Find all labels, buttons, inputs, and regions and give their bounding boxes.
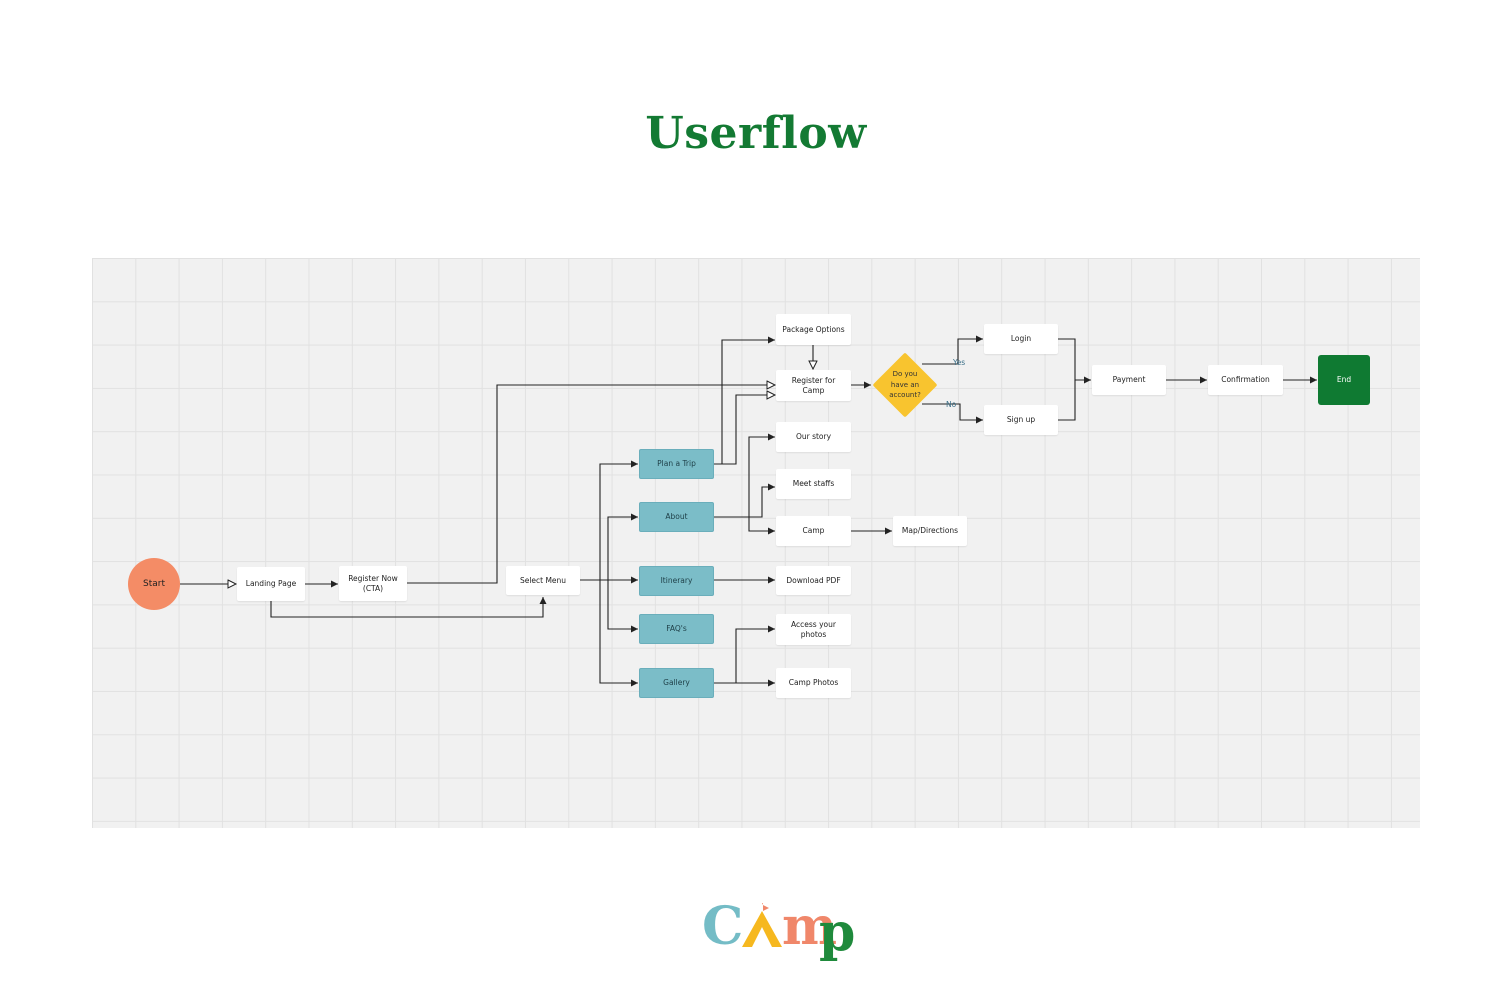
about-node: About [639,502,714,532]
package-options-node: Package Options [776,314,851,345]
itinerary-node: Itinerary [639,566,714,596]
faqs-node: FAQ's [639,614,714,644]
select-menu-node: Select Menu [506,566,580,595]
gallery-node: Gallery [639,668,714,698]
edge-select-plan [580,460,638,581]
register-now-node: Register Now (CTA) [339,566,407,601]
edge-about-our-story [714,433,775,518]
start-node: Start [128,558,180,610]
edge-signup-payment [1058,380,1076,421]
edge-select-about [580,513,638,581]
decision-label: Do you have an account? [889,370,921,400]
select-menu-label: Select Menu [519,575,567,585]
landing-page-node: Landing Page [237,567,305,601]
start-label: Start [143,579,165,589]
logo-letter-c: C [702,896,744,957]
signup-label: Sign up [1006,415,1036,424]
login-node: Login [984,324,1058,354]
confirmation-node: Confirmation [1208,365,1283,395]
no-label: No [946,400,957,409]
logo-letter-p: p [819,902,856,963]
download-pdf-node: Download PDF [776,566,851,595]
plan-trip-label: Plan a Trip [657,459,696,468]
download-pdf-label: Download PDF [786,575,841,585]
camp-node: Camp [776,516,851,546]
itinerary-label: Itinerary [660,576,693,585]
camp-label: Camp [802,526,825,535]
camp-photos-node: Camp Photos [776,668,851,698]
confirmation-label: Confirmation [1221,375,1270,384]
faqs-label: FAQ's [666,624,687,633]
logo-tent-icon [742,903,782,947]
end-label: End [1336,375,1352,384]
access-photos-node: Access your photos [776,614,851,645]
logo-letter-m: m [782,896,838,957]
payment-label: Payment [1112,375,1146,384]
package-options-label: Package Options [782,324,845,334]
diagram-canvas [92,258,1420,828]
meet-staffs-label: Meet staffs [792,479,835,488]
access-photos-label: Access your photos [791,619,836,639]
camp-logo: C A m p [702,895,862,965]
camp-photos-label: Camp Photos [788,678,839,687]
payment-node: Payment [1092,365,1166,395]
edge-decision-login [922,335,983,365]
end-node: End [1318,355,1370,405]
our-story-label: Our story [795,432,832,441]
edge-login-payment [1058,338,1091,384]
edge-about-camp [714,516,775,535]
register-camp-node: Register for Camp [776,370,851,401]
login-label: Login [1010,334,1032,343]
register-now-label: Register Now (CTA) [348,573,398,593]
map-directions-node: Map/Directions [893,516,967,546]
page-title: Userflow [645,108,867,159]
yes-label: Yes [953,358,966,367]
map-directions-label: Map/Directions [901,526,959,535]
meet-staffs-node: Meet staffs [776,469,851,499]
edge-select-gallery [580,579,638,687]
edge-gallery-access [714,625,775,684]
edge-select-faqs [580,579,638,633]
plan-trip-node: Plan a Trip [639,449,714,479]
about-label: About [665,512,688,521]
edge-plan-package [714,336,775,465]
edge-decision-signup [922,403,983,424]
our-story-node: Our story [776,422,851,452]
signup-node: Sign up [984,405,1058,435]
edge-about-meet-staffs [714,483,775,518]
edge-register-now-register-camp [407,385,775,584]
gallery-label: Gallery [663,678,690,687]
edge-plan-register-camp [714,395,775,465]
edge-landing-select-menu [270,597,547,618]
register-camp-label: Register for Camp [791,375,836,395]
landing-page-label: Landing Page [245,579,297,588]
account-decision-node: Do you have an account? [872,352,938,418]
